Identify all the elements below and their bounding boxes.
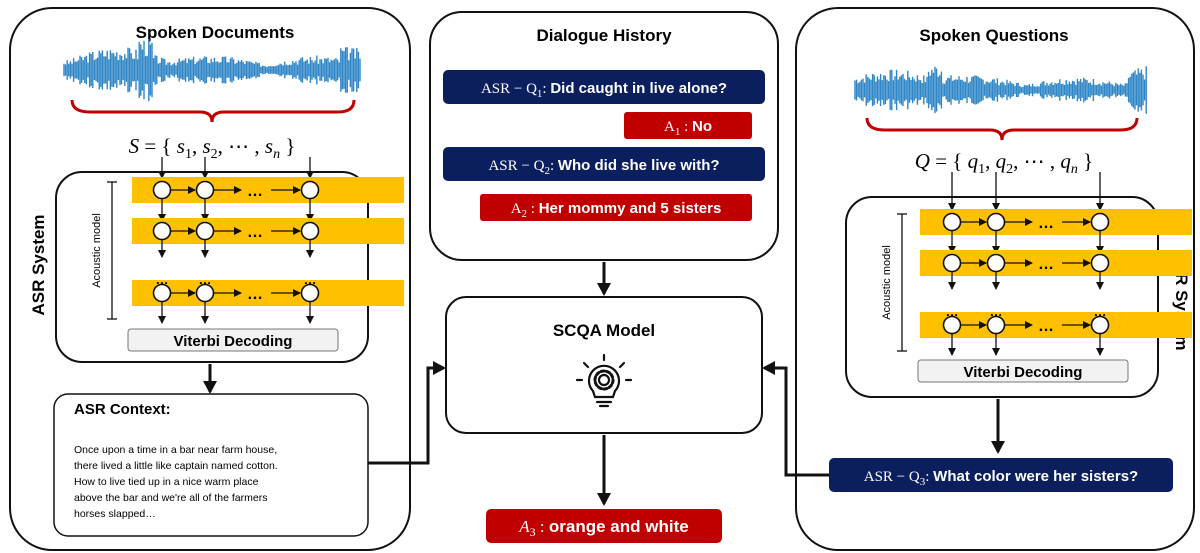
ellipsis-dots: … [304,272,317,287]
question-3-text: ASR − Q3: What color were her sisters? [864,468,1138,488]
dialogue-answer-2 [480,194,752,221]
brace-questions [865,117,1139,141]
audio-waveform-documents [63,38,361,102]
viterbi-box-questions [917,359,1129,383]
hmm-state-node [300,283,320,303]
ellipsis-dots: … [990,304,1003,319]
audio-waveform-questions [854,66,1147,114]
ellipsis-dots: … [247,183,263,200]
acoustic-model-label: Acoustic model [91,213,103,288]
viterbi-label-documents: Viterbi Decoding [174,333,293,350]
ellipsis-dots: … [247,224,263,241]
ellipsis-dots: … [1038,215,1054,232]
acoustic-network-documents: … … … … … … Acoustic model [91,157,404,324]
ellipsis-dots: … [1094,304,1107,319]
document-set-notation: S = { s1, s2, ⋯ , sn } [129,134,296,162]
acoustic-model-label: Acoustic model [881,245,893,320]
ellipsis-dots: … [1038,256,1054,273]
asr-context-line: there lived a little like captain named … [74,460,278,472]
dialogue-history-title: Dialogue History [536,26,672,45]
arrow-question3-to-scqa [762,361,829,477]
ellipsis-dots: … [156,272,169,287]
asr-system-label-left: ASR System [29,214,48,315]
hmm-state-node [195,180,215,200]
hmm-state-node [1090,253,1110,273]
dialogue-answer-2-text: A2 : Her mommy and 5 sisters [511,200,722,220]
asr-system-box-questions [845,196,1159,398]
hmm-state-node [942,212,962,232]
asr-context-line: Once upon a time in a bar near farm hous… [74,444,277,456]
hmm-state-node [942,315,962,335]
ellipsis-dots: … [199,272,212,287]
dialogue-question-1 [443,70,765,104]
hmm-state-node [195,221,215,241]
hmm-state-node [986,212,1006,232]
viterbi-label-questions: Viterbi Decoding [964,364,1083,381]
viterbi-box-documents [127,328,339,352]
asr-context-line: How to live tied up in a nice warm place [74,476,259,488]
ellipsis-dots: … [946,304,959,319]
spoken-questions-title: Spoken Questions [919,26,1068,45]
final-answer-text: A3 : orange and white [518,517,688,539]
hmm-state-node [195,283,215,303]
waveform-trace [63,38,361,102]
hmm-state-node [152,180,172,200]
hmm-state-node [942,253,962,273]
dialogue-question-2 [443,147,765,181]
brace-documents [70,99,356,123]
hmm-state-node [300,221,320,241]
ellipsis-dots: … [247,286,263,303]
hmm-state-node [152,283,172,303]
dialogue-question-2-text: ASR − Q2: Who did she live with? [488,157,719,177]
hmm-state-node [300,180,320,200]
lightbulb-gear-icon [575,353,633,408]
question-3-box [829,458,1173,492]
acoustic-network-questions: … … … … … … Acoustic model [881,172,1192,356]
asr-context-box [53,393,369,537]
waveform-trace [854,66,1147,114]
asr-context-title: ASR Context: [74,401,171,418]
hmm-state-node [152,221,172,241]
question-set-notation: Q = { q1, q2, ⋯ , qn } [915,149,1093,177]
ellipsis-dots: … [1038,318,1054,335]
spoken-documents-title: Spoken Documents [136,23,295,42]
arrow-context-to-scqa [368,361,446,465]
dialogue-question-1-text: ASR − Q1: Did caught in live alone? [481,80,727,100]
asr-context-line: horses slapped… [74,508,156,520]
scqa-model-title: SCQA Model [553,321,655,340]
final-answer-box [486,509,722,543]
hmm-state-node [1090,212,1110,232]
dialogue-answer-1 [624,112,752,139]
hmm-state-node [1090,315,1110,335]
dialogue-answer-1-text: A1 : No [664,118,712,138]
hmm-state-node [986,253,1006,273]
asr-context-line: above the bar and we're all of the farme… [74,492,267,504]
asr-context-text: Once upon a time in a bar near farm hous… [74,444,278,520]
hmm-state-node [986,315,1006,335]
